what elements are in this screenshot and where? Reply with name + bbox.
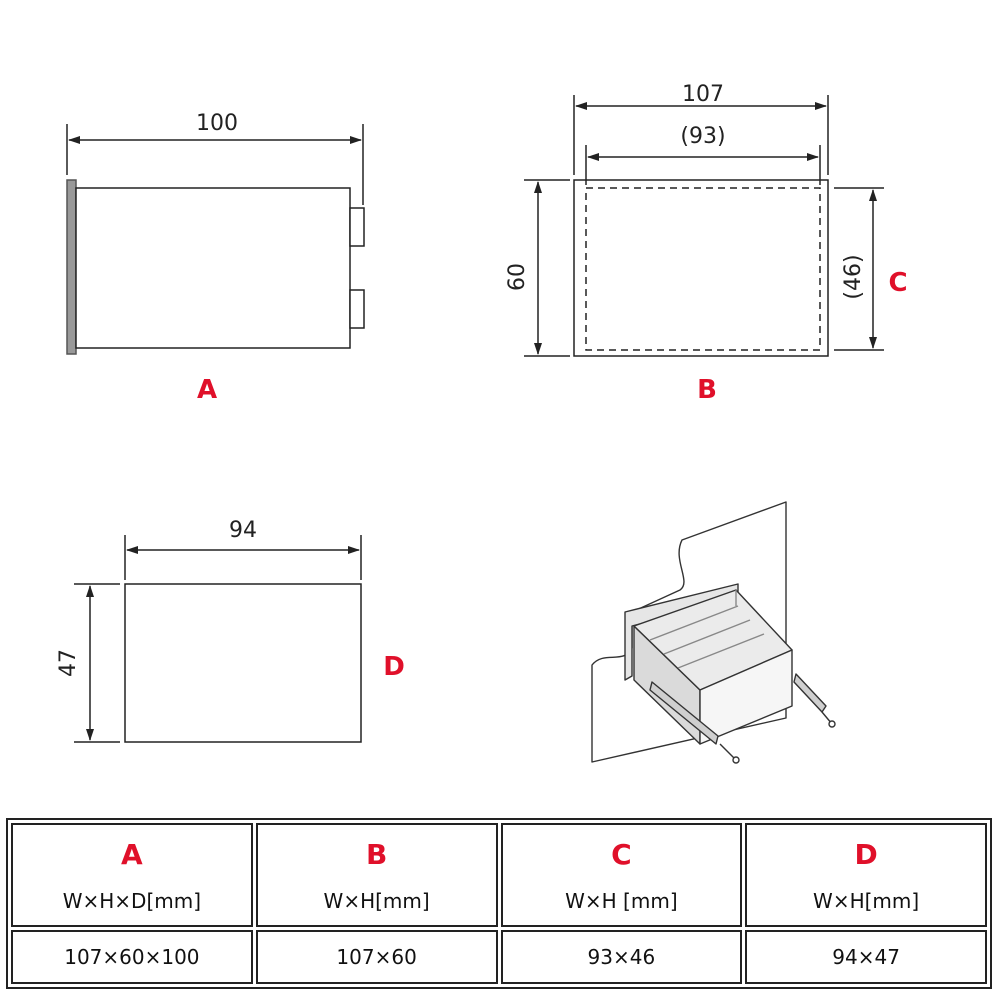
column-unit: W×H [mm]: [565, 888, 678, 913]
view-c-tag: C: [888, 268, 907, 298]
mounting-bracket-right: [793, 673, 827, 713]
column-unit: W×H×D[mm]: [62, 888, 202, 913]
table-header-cell: A W×H×D[mm]: [11, 823, 253, 927]
view-b-tag: B: [697, 375, 717, 405]
dimensions-table: A W×H×D[mm] B W×H[mm] C W×H [mm] D W×H[m…: [6, 818, 992, 989]
table-header-cell: D W×H[mm]: [745, 823, 987, 927]
column-letter: B: [365, 837, 388, 871]
column-unit: W×H[mm]: [813, 888, 920, 913]
terminal-top: [349, 207, 365, 247]
column-letter: C: [611, 837, 632, 871]
table-value-row: 107×60×100 107×60 93×46 94×47: [11, 930, 987, 984]
view-d-height-label: 47: [56, 649, 81, 677]
mounting-bracket-left: [649, 681, 719, 745]
view-b-width-label: 107: [682, 82, 724, 107]
table-value-cell: 93×46: [500, 930, 743, 984]
view-d-width-label: 94: [229, 518, 257, 543]
table-header-cell: B W×H[mm]: [255, 823, 498, 927]
view-b-height-label: 60: [505, 263, 530, 291]
front-panel: [573, 179, 829, 357]
cutout-rect: [124, 583, 362, 743]
table-header-cell: C W×H [mm]: [500, 823, 743, 927]
view-b-inner-width-label: (93): [680, 124, 725, 149]
mounting-illustration: [591, 501, 836, 764]
table-value-cell: 94×47: [745, 930, 987, 984]
view-a-tag: A: [197, 375, 217, 405]
housing-body: [75, 187, 351, 349]
terminal-bottom: [349, 289, 365, 329]
column-letter: D: [854, 837, 878, 871]
front-bezel: [66, 179, 77, 355]
view-d-cutout: [74, 535, 362, 743]
view-d-tag: D: [383, 652, 405, 682]
table-value-cell: 107×60×100: [11, 930, 253, 984]
view-a-side: [66, 124, 365, 355]
bezel-face: [624, 583, 739, 681]
view-b-front: [524, 95, 884, 357]
column-letter: A: [121, 837, 143, 871]
view-c-inner-height-label: (46): [841, 254, 866, 299]
table-header-row: A W×H×D[mm] B W×H[mm] C W×H [mm] D W×H[m…: [11, 823, 987, 927]
cutout-outline: [585, 187, 821, 351]
table-value-cell: 107×60: [255, 930, 498, 984]
column-unit: W×H[mm]: [323, 888, 430, 913]
view-a-depth-label: 100: [196, 111, 238, 136]
screw-left: [719, 743, 737, 761]
